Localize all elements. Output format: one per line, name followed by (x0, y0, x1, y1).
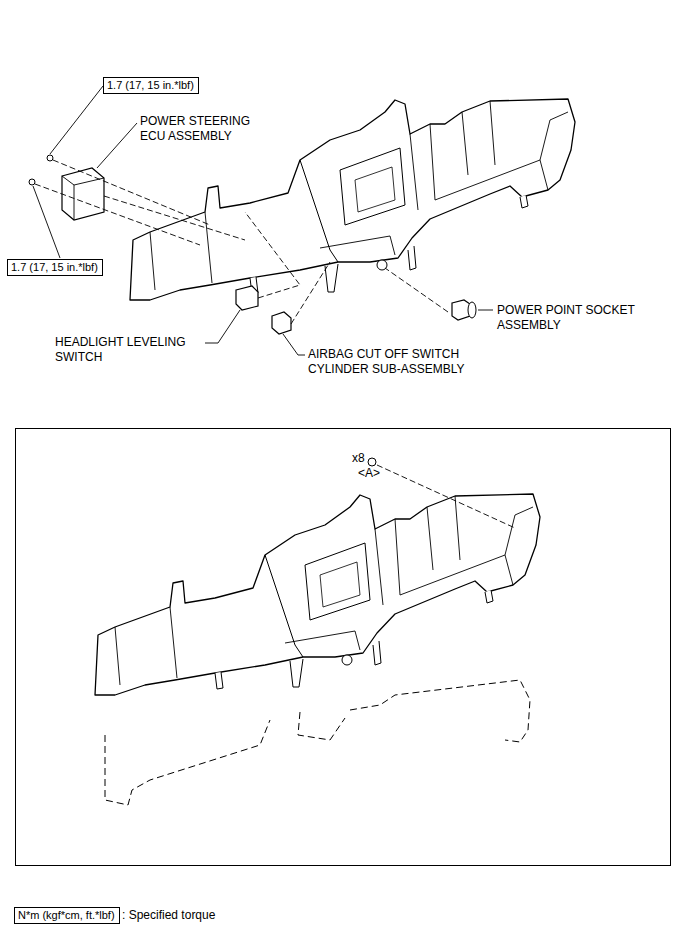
torque-box: 1.7 (17, 15 in.*lbf) (7, 259, 103, 276)
part-name: POWER POINT SOCKET ASSEMBLY (497, 303, 647, 333)
torque-box: N*m (kgf*cm, ft.*lbf) (14, 907, 120, 924)
part-name: AIRBAG CUT OFF SWITCH CYLINDER SUB-ASSEM… (308, 347, 498, 377)
part-name: POWER STEERING ECU ASSEMBLY (140, 114, 262, 144)
fastener-count: <A> (358, 466, 380, 480)
torque-box: 1.7 (17, 15 in.*lbf) (103, 77, 199, 94)
part-name: HEADLIGHT LEVELING SWITCH (55, 335, 205, 365)
torque-value: 1.7 (17, 15 in.*lbf) (107, 79, 195, 92)
detail-frame: x8<A> (15, 428, 671, 866)
legend-note: : Specified torque (122, 908, 215, 923)
torque-value: N*m (kgf*cm, ft.*lbf) (18, 909, 116, 922)
fastener-count: x8 (352, 451, 365, 465)
torque-value: 1.7 (17, 15 in.*lbf) (11, 261, 99, 274)
